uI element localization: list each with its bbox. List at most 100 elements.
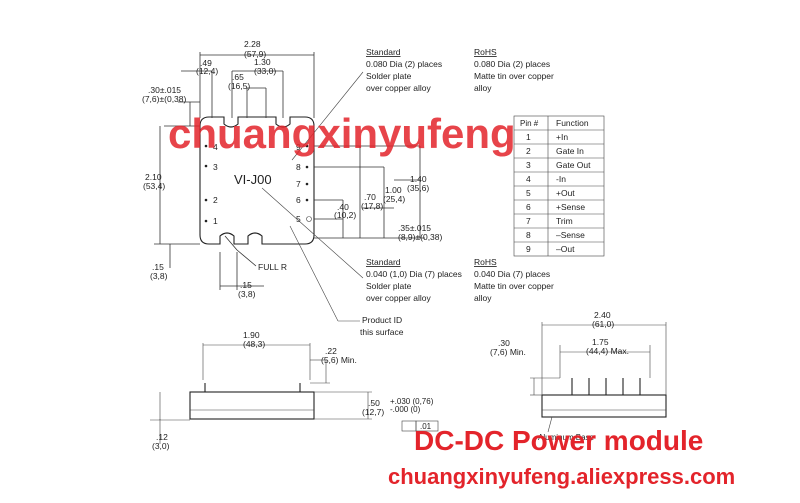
note-line: alloy [474, 83, 492, 93]
dim-12: .12 [156, 432, 168, 442]
note-title: Standard [366, 47, 401, 57]
module-label: VI-J00 [234, 172, 272, 187]
product-id-label: Product ID [362, 315, 402, 325]
table-cell: 2 [526, 146, 531, 156]
dim-100-mm: (25,4) [383, 194, 405, 204]
table-cell: Gate In [556, 146, 584, 156]
dim-30: .30 [498, 338, 510, 348]
pin-label-right: 5 [296, 214, 301, 224]
note-line: alloy [474, 293, 492, 303]
dim-65-mm: (16,5) [228, 81, 250, 91]
dim-240-mm: (61,0) [592, 319, 614, 329]
dim-130: 1.30 [254, 57, 271, 67]
dim-15-left-mm: (3,8) [150, 271, 168, 281]
note-line: over copper alloy [366, 83, 431, 93]
dim-70-mm: (17,8) [361, 201, 383, 211]
watermark-title: DC-DC Power module [414, 425, 703, 456]
dim-35-mm: (8,9)±(0,38) [398, 232, 443, 242]
product-id-label: this surface [360, 327, 404, 337]
dim-22: .22 [325, 346, 337, 356]
dim-12-mm: (3,0) [152, 441, 170, 451]
table-cell: 5 [526, 188, 531, 198]
table-cell: -In [556, 174, 566, 184]
dim-40-mm: (10,2) [334, 210, 356, 220]
standard-notes-bottom: Standard 0.040 (1,0) Dia (7) places Sold… [366, 257, 462, 303]
dim-190: 1.90 [243, 330, 260, 340]
note-line: Solder plate [366, 71, 412, 81]
table-header: Function [556, 118, 589, 128]
note-line: 0.080 Dia (2) places [366, 59, 442, 69]
table-header: Pin # [520, 119, 539, 128]
dim-30-mm: (7,6) Min. [490, 347, 526, 357]
table-cell: +Out [556, 188, 575, 198]
pin-function-table: Pin # Function 1 +In 2 Gate In 3 Gate Ou… [513, 115, 605, 257]
dim-50-mm: (12,7) [362, 407, 384, 417]
table-cell: 9 [526, 244, 531, 254]
top-view: 4 3 2 1 9 8 7 6 5 VI-J00 [199, 116, 315, 245]
dim-70: .70 [364, 192, 376, 202]
dim-240: 2.40 [594, 310, 611, 320]
leader-lines [261, 71, 364, 322]
tolerance-plus: +.030 (0,76) [390, 397, 434, 406]
table-cell: 7 [526, 216, 531, 226]
pin-label-right: 6 [296, 195, 301, 205]
dim-210-mm: (53,4) [143, 181, 165, 191]
dim-30: .30±.015 [148, 85, 181, 95]
table-cell: 4 [526, 174, 531, 184]
dim-210: 2.10 [145, 172, 162, 182]
dim-15-left: .15 [152, 262, 164, 272]
dim-40: .40 [337, 202, 349, 212]
tolerance-minus: -.000 (0) [390, 405, 421, 414]
base-label: Aluminum Base [538, 433, 595, 442]
table-cell: Trim [556, 216, 573, 226]
table-cell: 3 [526, 160, 531, 170]
dim-30-mm: (7,6)±(0,38) [142, 94, 187, 104]
dim-15-bottom-mm: (3,8) [238, 289, 256, 299]
watermark-top: chuangxinyufeng [168, 110, 516, 157]
end-view: 2.40 (61,0) .30 (7,6) Min. 1.75 (44,4) M… [490, 310, 667, 442]
note-line: Matte tin over copper [474, 71, 554, 81]
pin-label-right: 7 [296, 179, 301, 189]
watermark-url: chuangxinyufeng.aliexpress.com [388, 464, 735, 489]
dim-140-mm: (35,6) [407, 183, 429, 193]
note-line: Matte tin over copper [474, 281, 554, 291]
dim-65: .65 [232, 72, 244, 82]
dim-15-bottom: .15 [240, 280, 252, 290]
note-line: 0.080 Dia (2) places [474, 59, 550, 69]
note-title: RoHS [474, 47, 497, 57]
rohs-notes-bottom: RoHS 0.040 Dia (7) places Matte tin over… [474, 257, 554, 303]
dim-140: 1.40 [410, 174, 427, 184]
dim-100: 1.00 [385, 185, 402, 195]
pin-label-left: 4 [213, 142, 218, 152]
table-cell: –Out [556, 244, 575, 254]
dim-overall-width: 2.28 [244, 39, 261, 49]
note-line: over copper alloy [366, 293, 431, 303]
table-cell: Gate Out [556, 160, 591, 170]
full-r-label: FULL R [258, 262, 287, 272]
standard-notes-top: Standard 0.080 Dia (2) places Solder pla… [366, 47, 442, 93]
side-view: 1.90 (48,3) .22 (5,6) Min. .50 (12,7) +.… [150, 330, 439, 451]
note-line: 0.040 (1,0) Dia (7) places [366, 269, 462, 279]
pin-label-left: 3 [213, 162, 218, 172]
flatness-value: .01 [420, 422, 432, 431]
dim-190-mm: (48,3) [243, 339, 265, 349]
table-cell: –Sense [556, 230, 585, 240]
note-title: RoHS [474, 257, 497, 267]
dim-175-mm: (44,4) Max. [586, 346, 629, 356]
table-cell: 1 [526, 132, 531, 142]
dim-175: 1.75 [592, 337, 609, 347]
top-dimension-lines [154, 52, 315, 290]
note-line: 0.040 Dia (7) places [474, 269, 550, 279]
dim-50: .50 [368, 398, 380, 408]
table-cell: 6 [526, 202, 531, 212]
module-outline [199, 116, 315, 245]
table-cell: +In [556, 132, 568, 142]
pin-label-right: 9 [296, 142, 301, 152]
table-cell: +Sense [556, 202, 585, 212]
pin-label-left: 1 [213, 216, 218, 226]
dim-overall-width-mm: (57,9) [244, 49, 266, 59]
dim-35: .35±.015 [398, 223, 431, 233]
note-title: Standard [366, 257, 401, 267]
